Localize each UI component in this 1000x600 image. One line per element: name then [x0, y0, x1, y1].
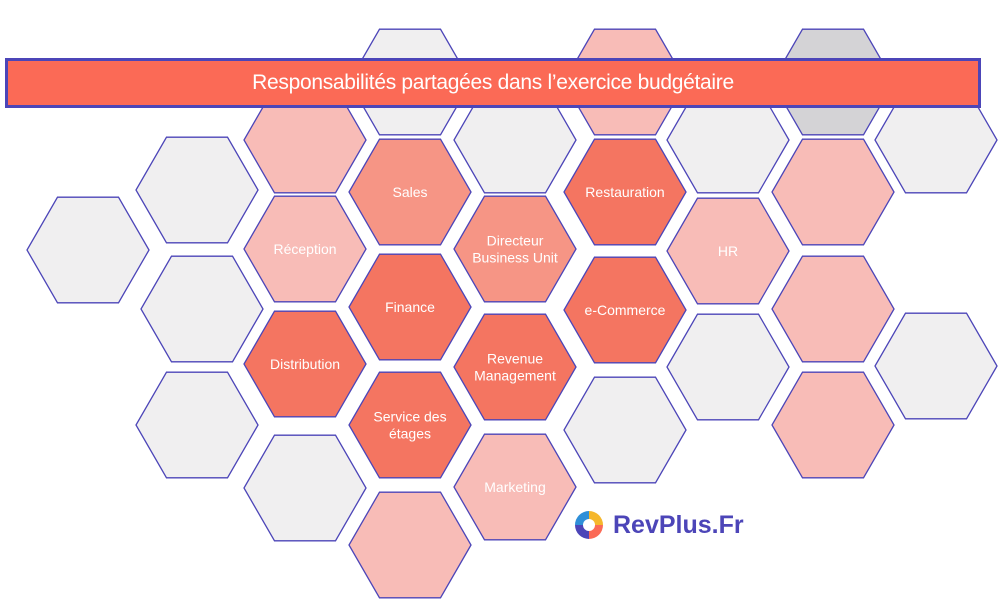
hex-label: Sales — [392, 184, 427, 200]
hexagon-shape — [563, 376, 687, 484]
hex-label: HR — [718, 243, 738, 259]
hex-cell-mid-right-2 — [563, 376, 687, 484]
hex-label: Directeur — [487, 233, 544, 249]
hex-label: Finance — [385, 299, 435, 315]
brand-name: RevPlus.Fr — [613, 510, 744, 539]
hex-label: Restauration — [585, 184, 664, 200]
hexagon-shape — [243, 310, 367, 418]
hexagon-shape — [348, 138, 472, 246]
hexagon-shape — [348, 253, 472, 361]
hex-cell-bottom-2 — [348, 491, 472, 599]
hex-cell-right-1 — [771, 138, 895, 246]
hexagon-shape — [140, 255, 264, 363]
title-banner: Responsabilités partagées dans l’exercic… — [5, 58, 981, 108]
hexagon-shape — [666, 313, 790, 421]
hex-cell-sales: Sales — [348, 138, 472, 246]
hexagon-shape — [243, 195, 367, 303]
hexagon-shape — [563, 138, 687, 246]
hexagon-shape — [771, 138, 895, 246]
hex-cell-reception: Réception — [243, 195, 367, 303]
hex-cell-left-2 — [140, 255, 264, 363]
hexagon-shape — [453, 433, 577, 541]
hex-cell-bottom-1 — [243, 434, 367, 542]
hexagon-shape — [771, 255, 895, 363]
page-title: Responsabilités partagées dans l’exercic… — [252, 71, 734, 94]
hexagon-shape — [243, 434, 367, 542]
hex-cell-restauration: Restauration — [563, 138, 687, 246]
hex-label: Business Unit — [472, 250, 558, 266]
hexagon-shape — [666, 197, 790, 305]
hex-cell-left-3 — [135, 371, 259, 479]
hex-cell-ecommerce: e-Commerce — [563, 256, 687, 364]
hex-label: Réception — [273, 241, 336, 257]
hexagon-shape — [348, 491, 472, 599]
hex-label: Distribution — [270, 356, 340, 372]
hex-cell-mid-right-1 — [666, 313, 790, 421]
hexagon-shape — [771, 371, 895, 479]
hex-label: Management — [474, 368, 556, 384]
brand: RevPlus.Fr — [574, 508, 744, 542]
hexagon-shape — [348, 371, 472, 479]
hex-cell-far-right — [874, 312, 998, 420]
hexagon-shape — [453, 195, 577, 303]
hex-label: Marketing — [484, 479, 545, 495]
hexagon-shape — [135, 136, 259, 244]
hex-cell-right-3 — [771, 371, 895, 479]
hex-label: Service des — [373, 409, 446, 425]
hexagon-shape — [874, 312, 998, 420]
hex-label: étages — [389, 426, 431, 442]
hex-cell-right-2 — [771, 255, 895, 363]
hex-cell-marketing: Marketing — [453, 433, 577, 541]
hexagon-shape — [26, 196, 150, 304]
hex-cell-finance: Finance — [348, 253, 472, 361]
hex-cell-far-left — [26, 196, 150, 304]
hex-label: Revenue — [487, 351, 543, 367]
hex-label: e-Commerce — [585, 302, 666, 318]
hexagon-shape — [135, 371, 259, 479]
hex-cell-left-1 — [135, 136, 259, 244]
hex-cell-hr: HR — [666, 197, 790, 305]
hexagon-shape — [453, 313, 577, 421]
revplus-logo-icon — [575, 511, 603, 539]
hex-cell-distribution: Distribution — [243, 310, 367, 418]
hexagon-shape — [563, 256, 687, 364]
